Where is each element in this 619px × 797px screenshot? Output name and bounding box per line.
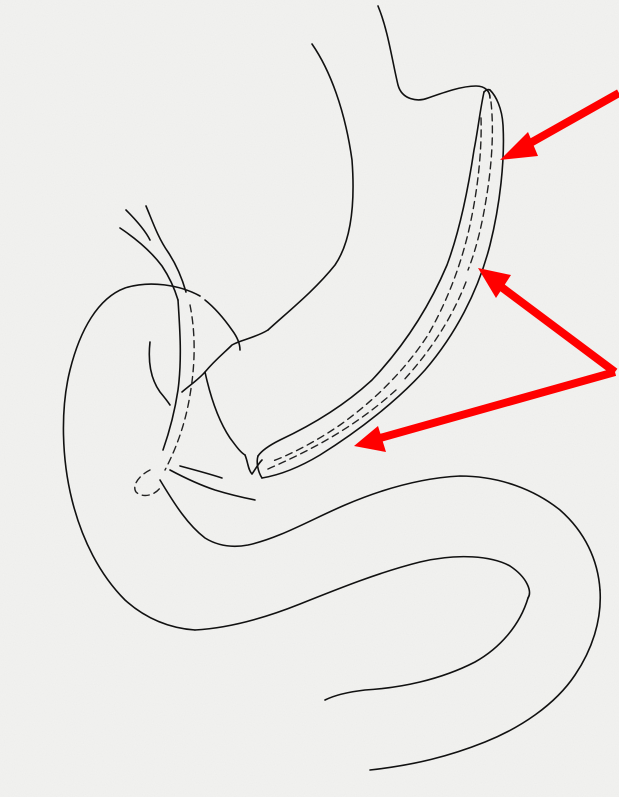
lower-arrow [354,372,615,452]
middle-arrow [478,268,615,372]
upper-arrow [500,93,619,160]
